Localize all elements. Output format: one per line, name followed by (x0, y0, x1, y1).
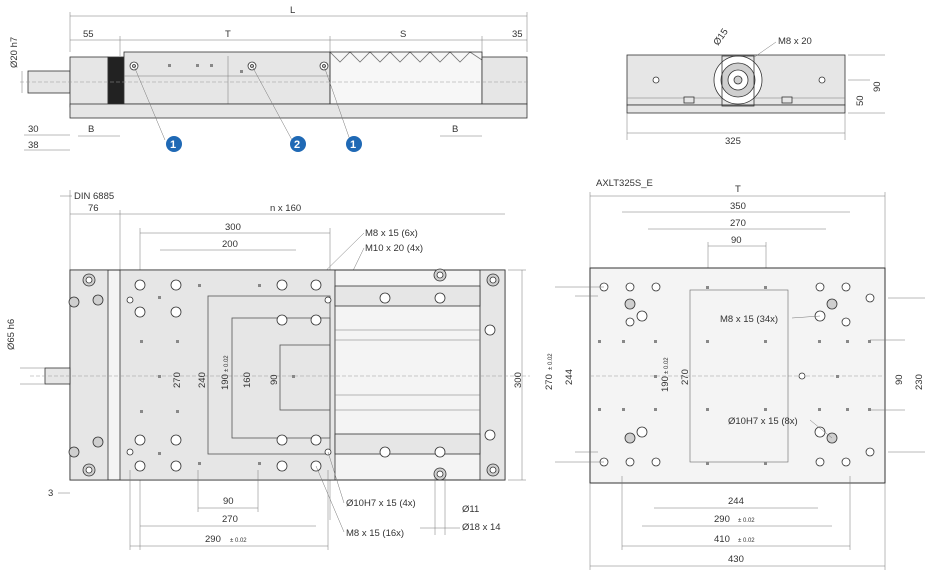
dim-90: 90 (872, 81, 883, 92)
dim-190-tol: ± 0.02 (224, 355, 230, 372)
dim-410-tol: ± 0.02 (738, 538, 755, 544)
dim-35: 35 (512, 29, 523, 40)
dim-shaft-65: Ø65 h6 (6, 319, 17, 350)
dim-76: 76 (88, 203, 99, 214)
svg-text:2: 2 (294, 139, 300, 151)
dim-55: 55 (83, 29, 94, 40)
end-view: Ø15 M8 x 20 50 90 325 (626, 27, 885, 147)
table-view: AXLT325S_E T 350 270 90 (544, 178, 925, 570)
dim-B-right: B (452, 124, 458, 135)
dim-shaft-dia: Ø20 h7 (9, 37, 20, 68)
dim-nx160: n x 160 (270, 203, 301, 214)
dim-T: T (225, 29, 231, 40)
dim-290-tol: ± 0.02 (230, 538, 247, 544)
dim-325: 325 (725, 136, 741, 147)
dim-300-top: 300 (225, 222, 241, 233)
table-plate (589, 267, 886, 484)
dim-m8x20: M8 x 20 (778, 36, 812, 47)
svg-text:1: 1 (350, 139, 356, 151)
dim-38: 38 (28, 140, 39, 151)
dim-din: DIN 6885 (74, 191, 114, 202)
table-title: AXLT325S_E (596, 178, 653, 189)
dim-290-tol-table: ± 0.02 (738, 518, 755, 524)
dim-90-h: 90 (223, 496, 234, 507)
dim-290-h-table: 290 (714, 514, 730, 525)
dim-270-v: 270 (172, 372, 183, 388)
dim-270-top: 270 (730, 218, 746, 229)
dim-50: 50 (855, 95, 866, 106)
dim-L: L (290, 5, 295, 16)
dim-11: Ø11 (462, 504, 479, 515)
dim-200: 200 (222, 239, 238, 250)
dim-190-tol-table: ± 0.02 (664, 357, 670, 374)
dim-18x14: Ø18 x 14 (462, 522, 501, 533)
dim-270-tol: ± 0.02 (548, 353, 554, 370)
dim-270-v-table: 270 (544, 374, 555, 390)
dim-290-h: 290 (205, 534, 221, 545)
dim-190-v-table: 190 (660, 376, 671, 392)
dim-m8x15-34x: M8 x 15 (34x) (720, 314, 778, 325)
dim-30: 30 (28, 124, 39, 135)
svg-text:1: 1 (170, 139, 176, 151)
dim-T-table: T (735, 184, 741, 195)
dim-S: S (400, 29, 406, 40)
dim-190-v: 190 (220, 374, 231, 390)
dim-160-v: 160 (242, 372, 253, 388)
callout-badge-2: 2 (290, 136, 306, 152)
dim-m10x20-4x: M10 x 20 (4x) (365, 243, 423, 254)
side-view: L 55 T S 35 Ø20 h7 (9, 5, 530, 152)
dim-300-v: 300 (513, 372, 524, 388)
dim-m8x15-16x: M8 x 15 (16x) (346, 528, 404, 539)
dim-90-top: 90 (731, 235, 742, 246)
dim-B-left: B (88, 124, 94, 135)
plan-view: DIN 6885 76 n x 160 300 200 M8 x 15 (6x)… (6, 190, 530, 550)
dim-430-h: 430 (728, 554, 744, 565)
dim-350: 350 (730, 201, 746, 212)
dim-244-v: 244 (564, 369, 575, 385)
dim-90-v: 90 (269, 374, 280, 385)
dim-10h7-8x: Ø10H7 x 15 (8x) (728, 416, 798, 427)
callout-badge-1a: 1 (166, 136, 182, 152)
dim-410-h: 410 (714, 534, 730, 545)
dim-m8x15-6x: M8 x 15 (6x) (365, 228, 418, 239)
callout-badge-1b: 1 (346, 136, 362, 152)
dim-244-h: 244 (728, 496, 744, 507)
dim-270-inner: 270 (680, 369, 691, 385)
dim-230-r: 230 (914, 374, 925, 390)
dim-270-h: 270 (222, 514, 238, 525)
dim-3: 3 (48, 488, 53, 499)
dim-15: Ø15 (711, 27, 730, 48)
dim-240-v: 240 (197, 372, 208, 388)
dim-90-r: 90 (894, 374, 905, 385)
dim-10h7-4x: Ø10H7 x 15 (4x) (346, 498, 416, 509)
